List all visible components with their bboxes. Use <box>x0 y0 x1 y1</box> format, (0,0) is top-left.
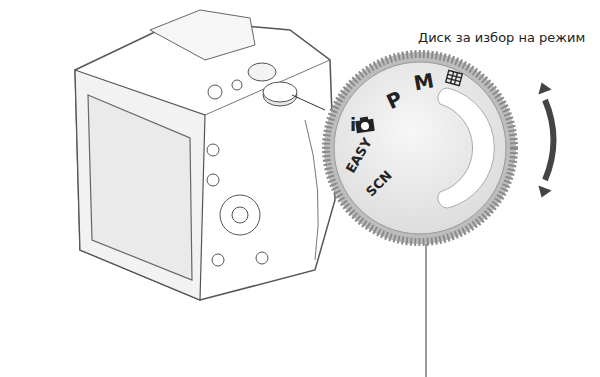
mode-letter: i <box>350 114 356 135</box>
part-name: Диск за избор на режим <box>418 30 585 45</box>
mode-letter: M <box>412 68 436 95</box>
